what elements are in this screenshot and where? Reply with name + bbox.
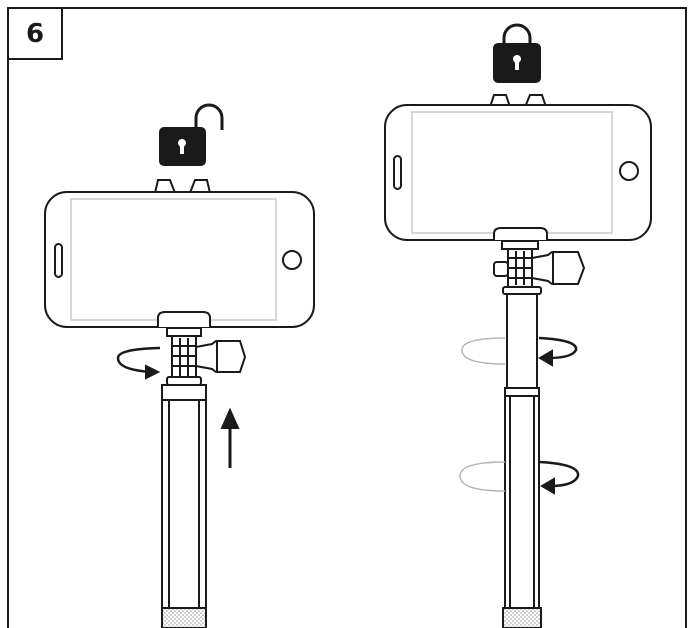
phone-left [44,191,315,328]
right-selfie-stick [384,23,652,628]
locked-padlock-icon [493,23,541,83]
step-number: 6 [25,18,45,49]
illustration-frame [7,7,687,628]
unlocked-padlock-icon [159,103,224,166]
rotate-arrow-icon [116,346,161,380]
left-selfie-stick [44,103,315,628]
step-number-badge: 6 [7,7,63,60]
rotate-arrow-icon [459,460,580,495]
phone-right [384,104,652,241]
rotate-arrow-icon [461,336,578,367]
up-arrow-icon [220,407,240,468]
